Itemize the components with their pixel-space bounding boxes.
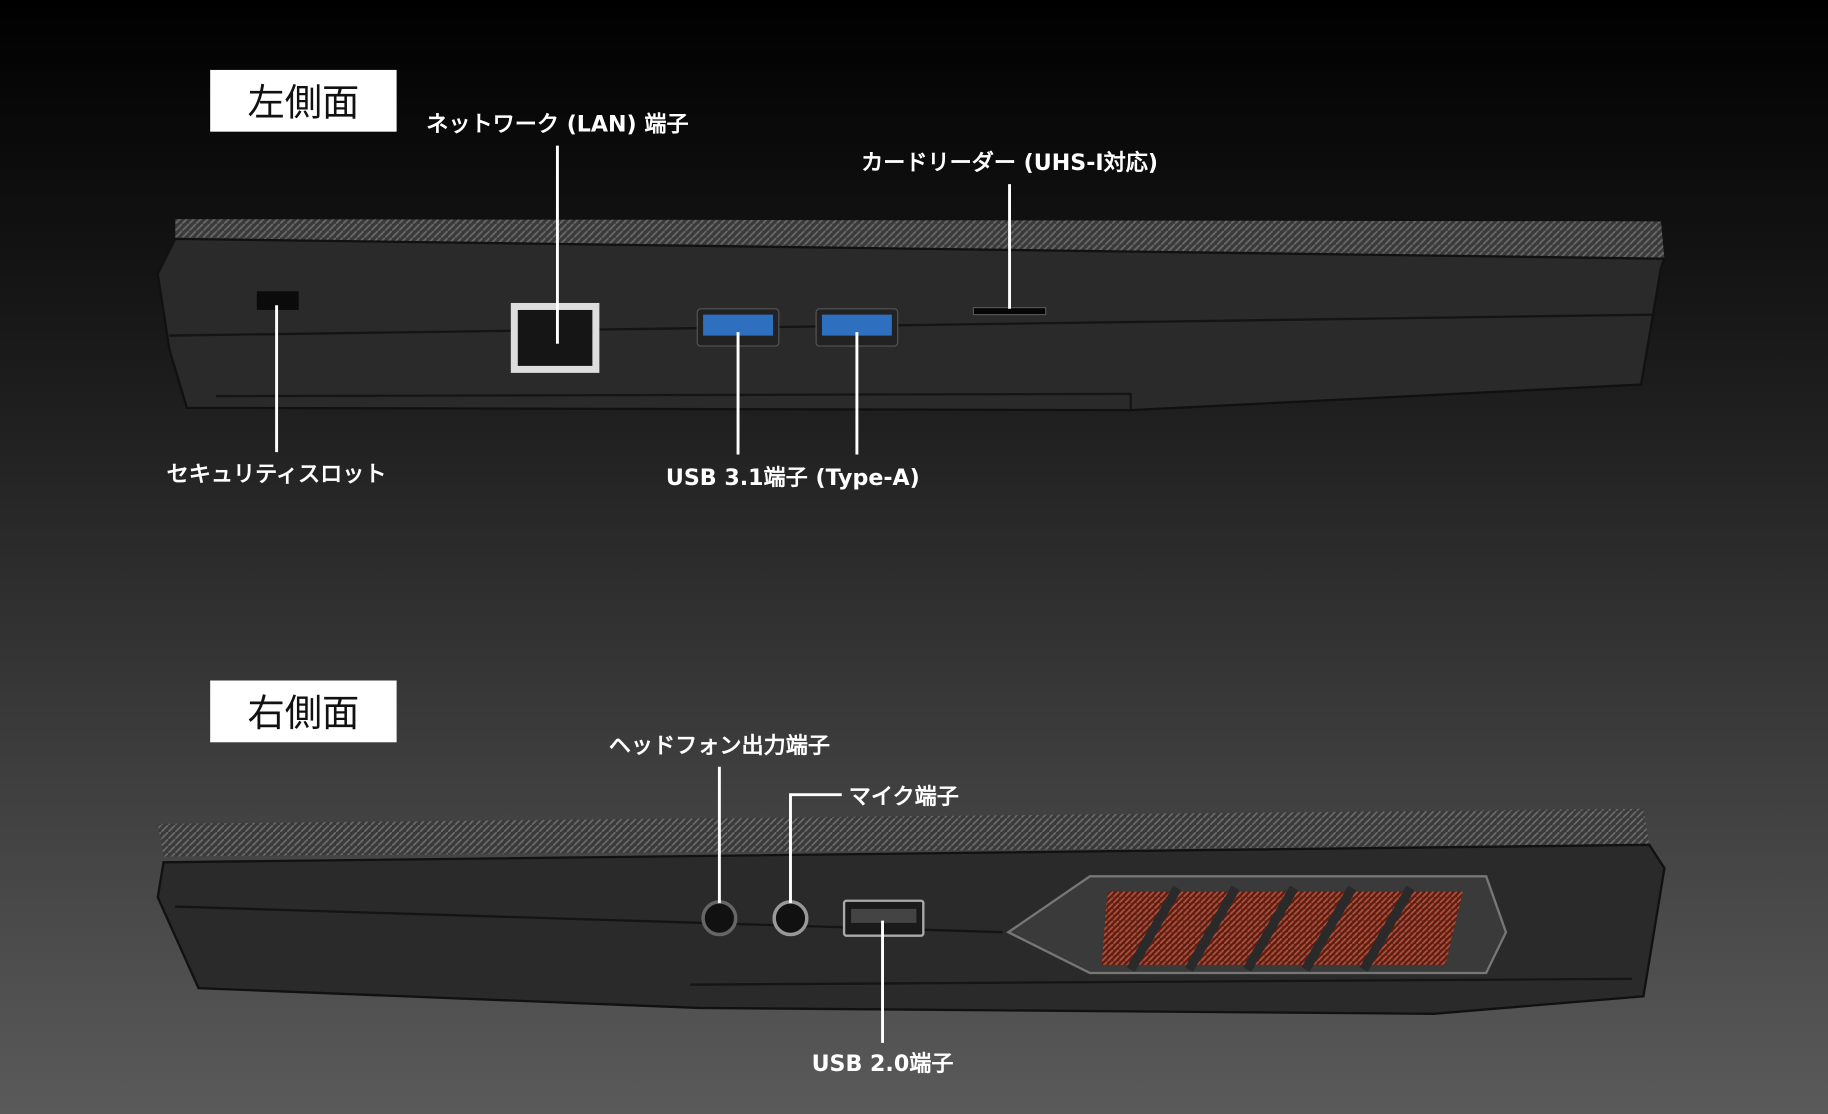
left-side-title-box — [210, 69, 397, 132]
left-side-view: 左側面 ネットワーク (LAN) 端子 カードリーダー (UHS-I対応) セキ… — [156, 69, 1667, 491]
mic-jack — [772, 900, 809, 937]
right-side-view: 右側面 ヘッドフォン出力端子 マイク端子 USB 2.0端子 — [156, 680, 1666, 1077]
security-slot — [256, 291, 299, 310]
security-slot-label: セキュリティスロット — [167, 461, 387, 487]
right-side-title-box — [210, 680, 397, 743]
card-reader-label: カードリーダー (UHS-I対応) — [861, 150, 1158, 176]
cooling-vent — [1006, 875, 1508, 975]
headphone-label: ヘッドフォン出力端子 — [609, 733, 830, 759]
lan-port-label: ネットワーク (LAN) 端子 — [426, 112, 688, 138]
mic-label: マイク端子 — [849, 784, 959, 810]
laptop-right-side — [156, 808, 1666, 1015]
headphone-jack — [701, 900, 738, 937]
right-side-title: 右側面 — [247, 691, 359, 735]
usb20-label: USB 2.0端子 — [812, 1051, 954, 1077]
laptop-left-side — [156, 219, 1667, 412]
left-side-title: 左側面 — [247, 80, 359, 124]
usb31-label: USB 3.1端子 (Type-A) — [666, 465, 920, 491]
